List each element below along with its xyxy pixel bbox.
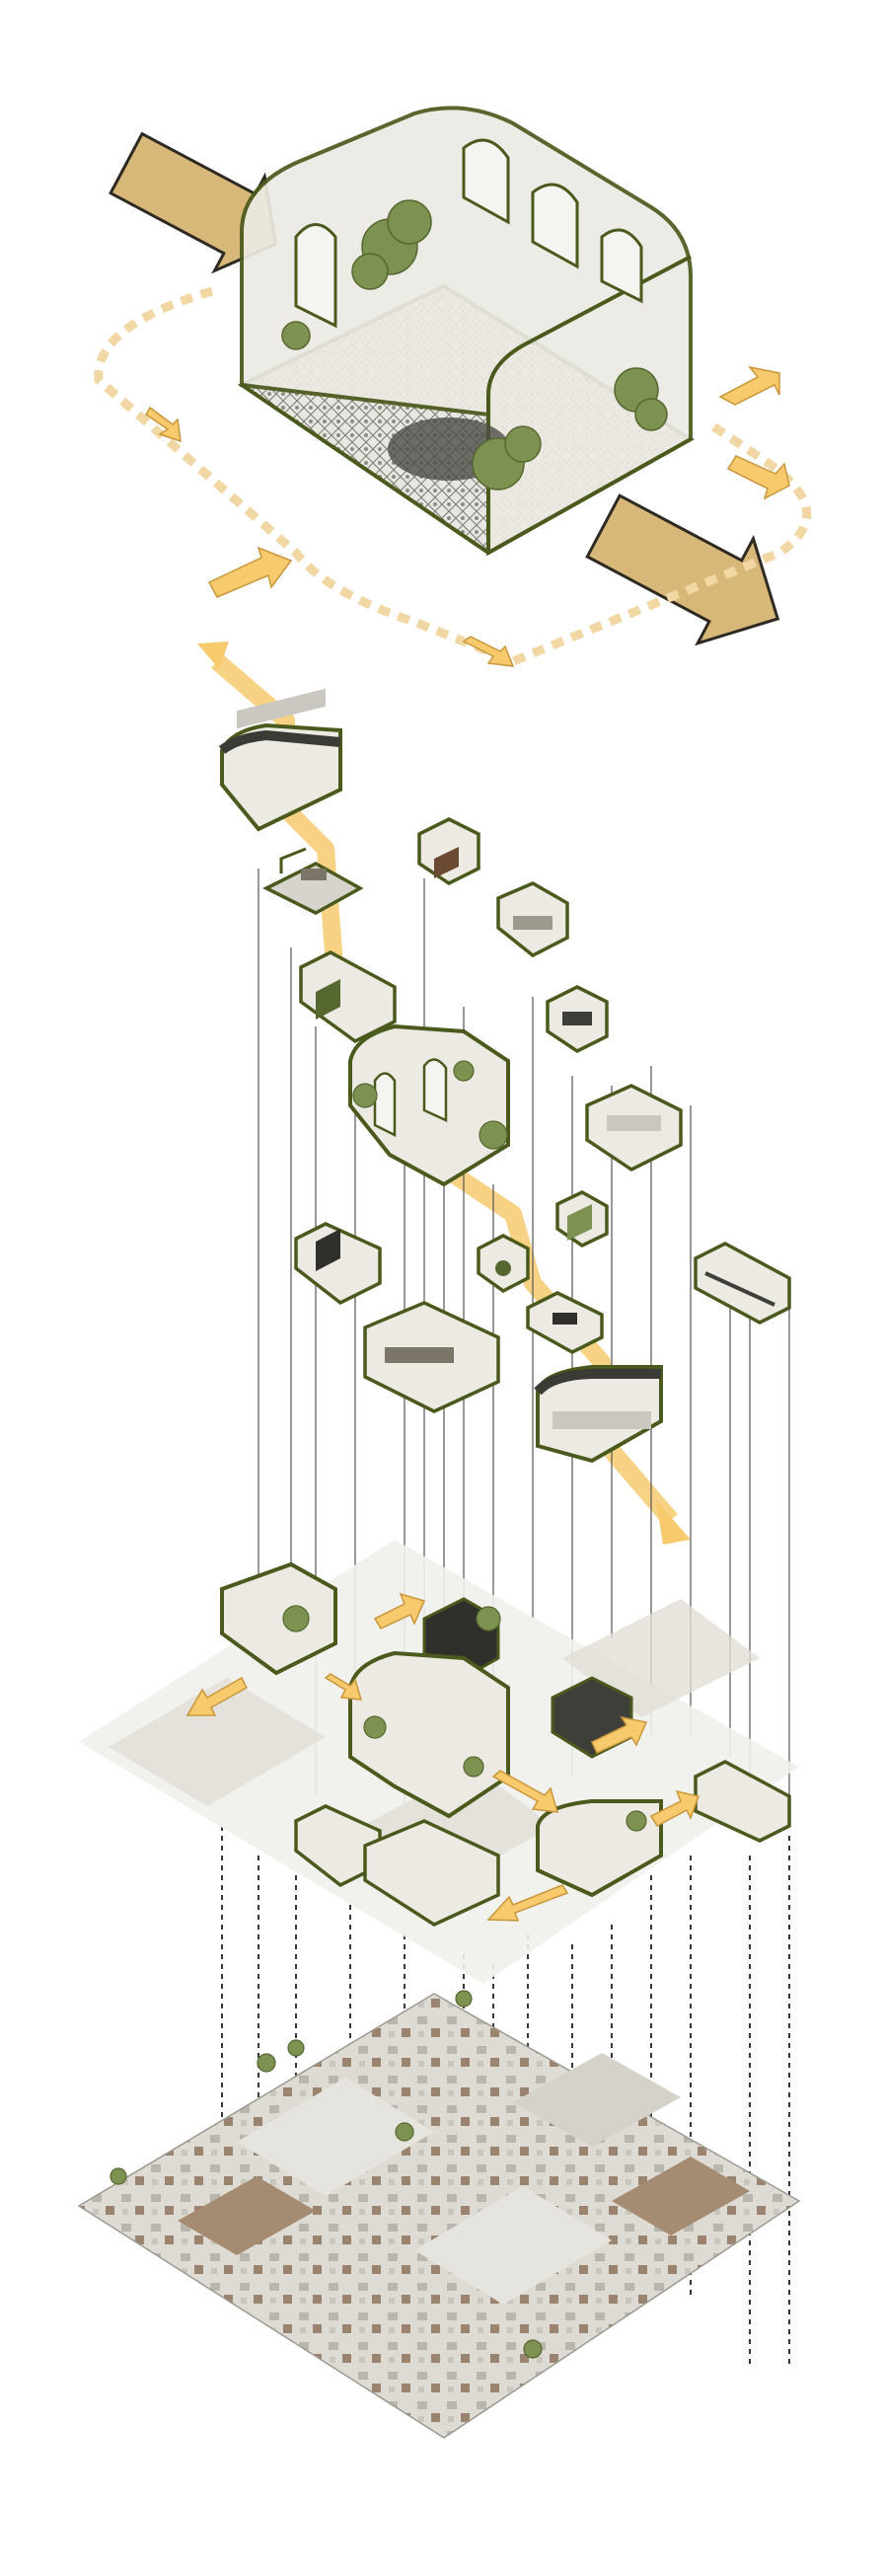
module-storage	[546, 985, 609, 1054]
module-prep-room	[585, 1084, 683, 1173]
module-cashier	[526, 1291, 604, 1354]
tree-icon	[281, 199, 668, 491]
tree-icon	[352, 1060, 508, 1150]
module-booth-green	[555, 1190, 609, 1249]
entry-arrows	[145, 365, 790, 667]
assembled-flow-arrows	[185, 1592, 700, 1922]
tree-icon	[282, 1605, 647, 1832]
module-counter-pod-large	[534, 1365, 663, 1464]
module-booth-dark	[417, 817, 480, 886]
pavilion-module-large	[238, 106, 695, 557]
tree-icon	[110, 1990, 543, 2359]
circulation-dashed-loop	[94, 286, 811, 666]
assembled-modules	[220, 1561, 791, 1927]
base-floor-plan	[77, 1990, 801, 2439]
street-arrow-right	[585, 493, 780, 646]
module-display-shelf	[694, 1242, 791, 1325]
module-kitchen-small	[262, 847, 364, 915]
module-corner-block	[294, 1222, 382, 1306]
module-dining-hall	[363, 1301, 500, 1413]
pavilion-module-medium	[348, 1023, 510, 1187]
module-bar-pod	[218, 688, 342, 832]
module-seating-nook	[477, 1234, 530, 1294]
module-wash-station	[299, 950, 397, 1044]
module-service-counter	[496, 881, 569, 958]
